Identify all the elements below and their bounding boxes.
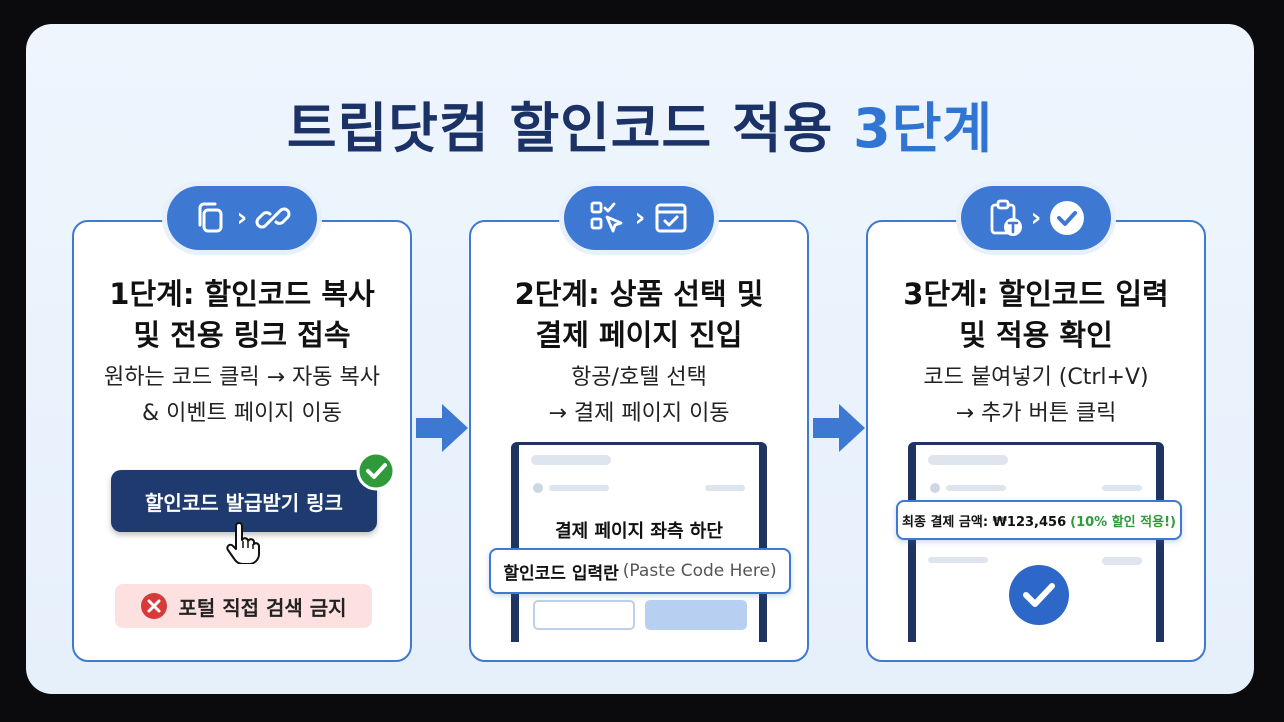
step-3-title-line2: 및 적용 확인 [959, 318, 1113, 352]
check-badge-icon [356, 451, 396, 491]
step-2-desc-line1: 항공/호텔 선택 [571, 365, 707, 390]
placeholder-dot [930, 483, 940, 493]
final-amount-label: 최종 결제 금액: ₩123,456 [902, 514, 1067, 530]
step-3-card: › 3단계: 할인코드 입력 및 적용 확인 코드 붙여넣기 (Ctrl+V) … [866, 186, 1206, 662]
discount-code-input[interactable]: 할인코드 입력란 (Paste Code Here) [489, 548, 791, 594]
placeholder-bar [1102, 485, 1142, 491]
chevron-right-icon: › [236, 203, 248, 233]
final-amount-box: 최종 결제 금액: ₩123,456 (10% 할인 적용!) [896, 500, 1182, 540]
step-2-description: 항공/호텔 선택 → 결제 페이지 이동 [471, 360, 807, 432]
discount-link-button[interactable]: 할인코드 발급받기 링크 [111, 470, 377, 532]
step-arrow-1-icon [416, 404, 468, 452]
step-1-title-line1: 1단계: 할인코드 복사 [109, 277, 375, 311]
placeholder-bar [1102, 557, 1142, 565]
step-3-desc-line1: 코드 붙여넣기 (Ctrl+V) [923, 365, 1149, 390]
step-2-title-line2: 결제 페이지 진입 [535, 318, 743, 352]
placeholder-bar [928, 557, 988, 563]
checkout-icon [655, 203, 687, 233]
code-input-placeholder: (Paste Code Here) [622, 561, 777, 581]
discount-applied-label: (10% 할인 적용!) [1070, 514, 1176, 530]
placeholder-bar [549, 485, 609, 491]
link-icon [255, 207, 291, 229]
step-1-desc-line2: & 이벤트 페이지 이동 [141, 401, 343, 426]
code-input-label: 할인코드 입력란 [503, 563, 619, 584]
placeholder-dot [533, 483, 543, 493]
checkout-page-label: 결제 페이지 좌측 하단 [555, 521, 723, 542]
step-1-description: 원하는 코드 클릭 → 자동 복사 & 이벤트 페이지 이동 [74, 360, 410, 432]
step-2-title-line1: 2단계: 상품 선택 및 [514, 277, 764, 311]
success-check-icon [1009, 565, 1069, 625]
chevron-right-icon: › [1030, 203, 1042, 233]
check-circle-icon [1050, 201, 1085, 235]
step-1-icon-badge: › [167, 186, 317, 250]
step-2-card: › 2단계: 상품 선택 및 결제 페이지 진입 항공/호텔 선택 → 결제 페… [469, 186, 809, 662]
clipboard-icon [990, 199, 1022, 236]
step-3-desc-line2: → 추가 버튼 클릭 [955, 401, 1117, 426]
placeholder-bar [531, 455, 611, 465]
no-portal-search-warning: 포털 직접 검색 금지 [115, 584, 372, 628]
step-1-title: 1단계: 할인코드 복사 및 전용 링크 접속 [74, 274, 410, 356]
step-3-description: 코드 붙여넣기 (Ctrl+V) → 추가 버튼 클릭 [868, 360, 1204, 432]
step-2-title: 2단계: 상품 선택 및 결제 페이지 진입 [471, 274, 807, 356]
forbid-label: 포털 직접 검색 금지 [178, 595, 347, 620]
step-arrow-2-icon [813, 404, 865, 452]
step-3-icon-badge: › [961, 186, 1111, 250]
step-1-card: › 1단계: 할인코드 복사 및 전용 링크 접속 원하는 코드 클릭 → 자동… [72, 186, 412, 662]
step-1-desc-line1: 원하는 코드 클릭 → 자동 복사 [103, 365, 381, 390]
chevron-right-icon: › [634, 203, 646, 233]
step-2-icon-badge: › [564, 186, 714, 250]
step-1-title-line2: 및 전용 링크 접속 [133, 318, 351, 352]
placeholder-bar [946, 485, 1006, 491]
step-2-desc-line2: → 결제 페이지 이동 [548, 401, 730, 426]
primary-button[interactable] [645, 600, 747, 630]
secondary-button[interactable] [533, 600, 635, 630]
copy-icon [198, 202, 223, 233]
infographic-frame: 트립닷컴 할인코드 적용 3단계 › 1단계: 할인코드 복사 및 전용 링크 … [26, 24, 1254, 694]
title-main: 트립닷컴 할인코드 적용 [286, 97, 834, 160]
pointer-hand-icon [226, 522, 260, 564]
title-accent: 3단계 [853, 97, 994, 160]
select-list-icon [590, 201, 623, 233]
page-title: 트립닷컴 할인코드 적용 3단계 [26, 84, 1254, 163]
placeholder-bar [928, 455, 1008, 465]
step-3-title-line1: 3단계: 할인코드 입력 [903, 277, 1169, 311]
step-3-title: 3단계: 할인코드 입력 및 적용 확인 [868, 274, 1204, 356]
placeholder-bar [705, 485, 745, 491]
forbidden-x-icon [141, 593, 168, 619]
